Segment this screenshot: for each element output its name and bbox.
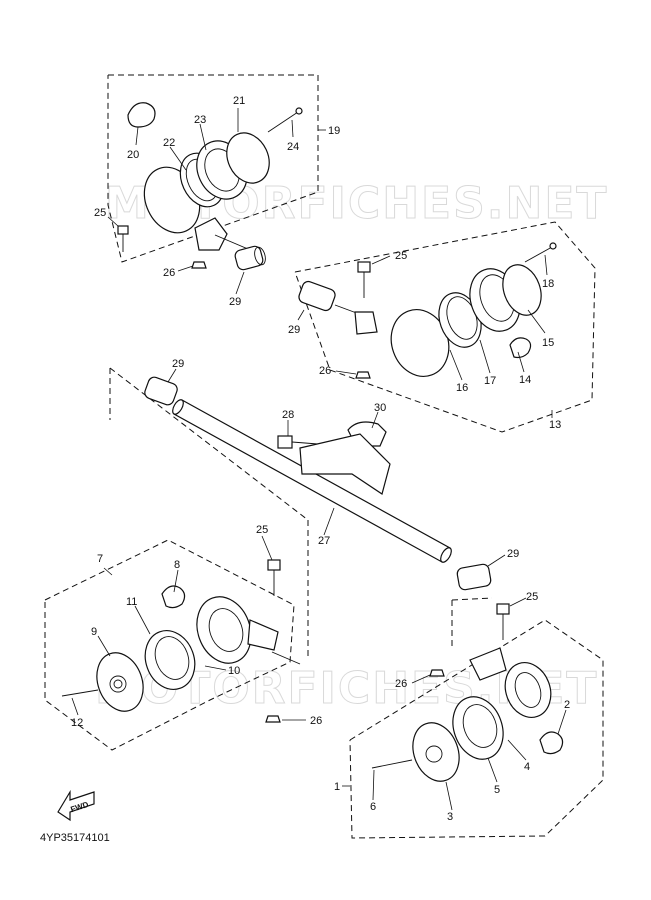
callout-24: 24	[287, 141, 299, 153]
nut-26-left[interactable]	[265, 715, 281, 723]
callout-29-right: 29	[288, 324, 300, 336]
housing-10[interactable]	[188, 589, 301, 671]
collar-29-mid[interactable]	[143, 376, 179, 407]
gasket-17[interactable]	[432, 287, 489, 353]
bolt-28[interactable]	[277, 435, 319, 449]
callout-28: 28	[282, 409, 294, 421]
callout-25-left: 25	[256, 524, 268, 536]
screw-12[interactable]	[61, 689, 99, 697]
rim-15[interactable]	[462, 259, 548, 338]
bulb-2[interactable]	[539, 731, 564, 755]
rim-21[interactable]	[188, 126, 278, 207]
callout-26-right: 26	[319, 365, 331, 377]
callout-4: 4	[524, 761, 530, 773]
callout-14: 14	[519, 374, 531, 386]
bolt-25-top[interactable]	[117, 225, 129, 252]
nut-26-top[interactable]	[191, 261, 207, 269]
callout-29-mid: 29	[172, 358, 184, 370]
callout-26-top: 26	[163, 267, 175, 279]
callout-22: 22	[163, 137, 175, 149]
callout-29-lower: 29	[507, 548, 519, 560]
callout-13: 13	[549, 419, 561, 431]
callout-6: 6	[370, 801, 376, 813]
diagram-code: 4YP35174101	[40, 832, 110, 844]
callout-20: 20	[127, 149, 139, 161]
callout-26-left: 26	[310, 715, 322, 727]
nut-26-lower-right[interactable]	[429, 669, 445, 677]
callout-5: 5	[494, 784, 500, 796]
mount-bracket	[299, 433, 391, 495]
lens-3[interactable]	[405, 716, 467, 787]
callout-1: 1	[334, 781, 340, 793]
callout-8: 8	[174, 559, 180, 571]
callout-23: 23	[194, 114, 206, 126]
callout-27: 27	[318, 535, 330, 547]
callout-11: 11	[126, 596, 137, 608]
callout-18: 18	[542, 278, 554, 290]
screw-24[interactable]	[267, 107, 303, 133]
callout-2: 2	[564, 699, 570, 711]
bulb-8[interactable]	[161, 585, 186, 609]
callout-26-lower-right: 26	[395, 678, 407, 690]
dashed-guide-lines	[109, 367, 493, 660]
callout-25-lower-right: 25	[526, 591, 538, 603]
collar-29-lower[interactable]	[456, 563, 492, 591]
stay-bar-27[interactable]	[171, 398, 454, 564]
gasket-11[interactable]	[137, 624, 203, 697]
assembly-1-box	[342, 619, 604, 839]
callout-10: 10	[228, 665, 240, 677]
callout-29-top: 29	[229, 296, 241, 308]
callout-7: 7	[97, 553, 103, 565]
callout-19: 19	[328, 125, 340, 137]
callout-16: 16	[456, 382, 468, 394]
bulb-20[interactable]	[127, 102, 156, 146]
assembly-13-box	[294, 221, 596, 433]
nut-26-right[interactable]	[355, 371, 371, 379]
bolt-25-right[interactable]	[357, 261, 371, 298]
callout-21: 21	[233, 95, 245, 107]
callout-labels: 21 23 22 24 19 20 25 26 29 25 18 29 15 1…	[71, 95, 570, 823]
callout-3: 3	[447, 811, 453, 823]
collar-29-top[interactable]	[234, 245, 267, 271]
bulb-14[interactable]	[509, 337, 532, 359]
screw-18[interactable]	[524, 242, 557, 263]
callout-9: 9	[91, 626, 97, 638]
leader-lines	[71, 108, 567, 811]
housing-right[interactable]	[469, 647, 558, 724]
lens-9[interactable]	[89, 646, 151, 717]
screw-6[interactable]	[371, 759, 413, 769]
gasket-4[interactable]	[445, 690, 512, 767]
bolt-25-left[interactable]	[267, 559, 281, 596]
callout-25-top: 25	[94, 207, 106, 219]
bolt-25-lower-right[interactable]	[496, 603, 510, 640]
callout-15: 15	[542, 337, 554, 349]
fwd-arrow-icon: FWD	[57, 789, 95, 822]
callout-17: 17	[484, 375, 496, 387]
assembly-7-box	[44, 539, 295, 751]
collar-29-right[interactable]	[297, 280, 336, 321]
callout-12: 12	[71, 717, 83, 729]
callout-25-right: 25	[395, 250, 407, 262]
bracket-right	[334, 304, 378, 335]
callout-30: 30	[374, 402, 386, 414]
